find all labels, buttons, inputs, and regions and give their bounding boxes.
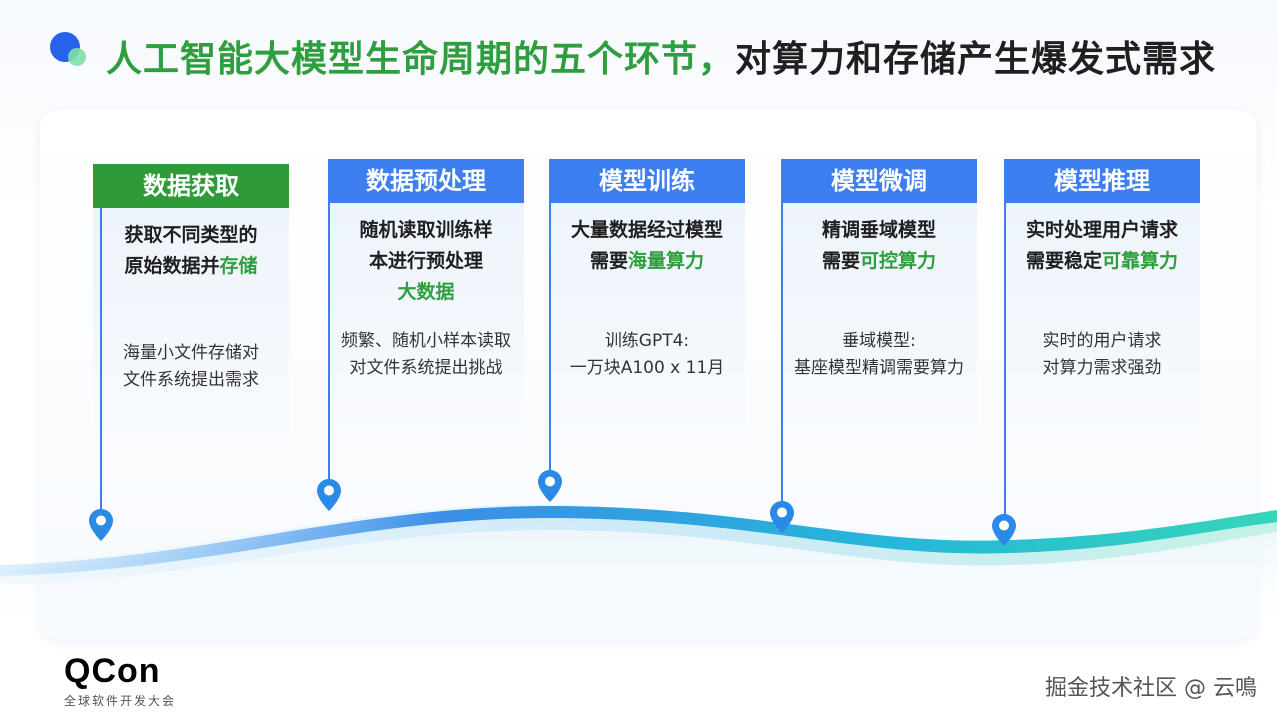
main-line: 需要稳定: [1026, 250, 1102, 272]
highlight-text: 大数据: [397, 281, 454, 303]
main-line: 精调垂域模型: [822, 219, 936, 241]
stage-header: 模型推理: [1004, 159, 1200, 203]
location-pin-icon: [316, 478, 342, 512]
stage-sub-text: 实时的用户请求 对算力需求强劲: [1004, 328, 1200, 382]
timeline-line: [100, 208, 102, 512]
stage-sub-text: 训练GPT4: 一万块A100 x 11月: [549, 328, 745, 382]
page-title: 人工智能大模型生命周期的五个环节，对算力和存储产生爆发式需求: [106, 30, 1216, 82]
wave-decoration: [0, 470, 1277, 640]
stage-sub-text: 频繁、随机小样本读取 对文件系统提出挑战: [328, 328, 524, 382]
location-pin-icon: [88, 508, 114, 542]
stage-body: 实时处理用户请求 需要稳定可靠算力 实时的用户请求 对算力需求强劲: [1004, 203, 1200, 453]
stage-data-preprocessing: 数据预处理 随机读取训练样 本进行预处理 大数据 频繁、随机小样本读取 对文件系…: [328, 159, 524, 453]
stage-model-inference: 模型推理 实时处理用户请求 需要稳定可靠算力 实时的用户请求 对算力需求强劲: [1004, 159, 1200, 453]
stage-header: 模型训练: [549, 159, 745, 203]
stage-model-finetuning: 模型微调 精调垂域模型 需要可控算力 垂域模型: 基座模型精调需要算力: [781, 159, 977, 453]
stage-body: 大量数据经过模型 需要海量算力 训练GPT4: 一万块A100 x 11月: [549, 203, 745, 453]
logo-sub-text: 全球软件开发大会: [64, 692, 176, 709]
stage-main-text: 随机读取训练样 本进行预处理 大数据: [328, 203, 524, 308]
stage-data-acquisition: 数据获取 获取不同类型的 原始数据并存储 海量小文件存储对 文件系统提出需求: [93, 164, 289, 458]
sub-line: 对文件系统提出挑战: [328, 355, 524, 382]
sub-line: 海量小文件存储对: [93, 340, 289, 367]
timeline-line: [781, 203, 783, 505]
logo-main-text: QCon: [64, 654, 176, 688]
watermark: 掘金技术社区 @ 云鳴: [1045, 670, 1257, 702]
stage-header: 模型微调: [781, 159, 977, 203]
stage-sub-text: 垂域模型: 基座模型精调需要算力: [781, 328, 977, 382]
stage-main-text: 精调垂域模型 需要可控算力: [781, 203, 977, 277]
stage-main-text: 大量数据经过模型 需要海量算力: [549, 203, 745, 277]
main-line: 大量数据经过模型: [571, 219, 723, 241]
main-line: 需要: [590, 250, 628, 272]
stage-model-training: 模型训练 大量数据经过模型 需要海量算力 训练GPT4: 一万块A100 x 1…: [549, 159, 745, 453]
title-green-part: 人工智能大模型生命周期的五个环节，: [106, 39, 735, 80]
main-line: 需要: [822, 250, 860, 272]
stage-body: 随机读取训练样 本进行预处理 大数据 频繁、随机小样本读取 对文件系统提出挑战: [328, 203, 524, 453]
sub-line: 频繁、随机小样本读取: [328, 328, 524, 355]
highlight-text: 可靠算力: [1102, 250, 1178, 272]
highlight-text: 可控算力: [860, 250, 936, 272]
timeline-line: [1004, 203, 1006, 517]
location-pin-icon: [991, 513, 1017, 547]
stage-sub-text: 海量小文件存储对 文件系统提出需求: [93, 340, 289, 394]
location-pin-icon: [769, 500, 795, 534]
highlight-text: 海量算力: [628, 250, 704, 272]
stage-header: 数据预处理: [328, 159, 524, 203]
timeline-line: [549, 203, 551, 473]
main-line: 本进行预处理: [369, 250, 483, 272]
timeline-line: [328, 203, 330, 483]
stage-body: 精调垂域模型 需要可控算力 垂域模型: 基座模型精调需要算力: [781, 203, 977, 453]
stage-header: 数据获取: [93, 164, 289, 208]
sub-line: 对算力需求强劲: [1004, 355, 1200, 382]
sub-line: 一万块A100 x 11月: [549, 355, 745, 382]
sub-line: 实时的用户请求: [1004, 328, 1200, 355]
sub-line: 垂域模型:: [781, 328, 977, 355]
stage-main-text: 实时处理用户请求 需要稳定可靠算力: [1004, 203, 1200, 277]
sub-line: 基座模型精调需要算力: [781, 355, 977, 382]
highlight-text: 存储: [220, 255, 258, 277]
main-line: 实时处理用户请求: [1026, 219, 1178, 241]
main-line: 随机读取训练样: [359, 219, 492, 241]
main-line: 原始数据并: [124, 255, 219, 277]
stage-body: 获取不同类型的 原始数据并存储 海量小文件存储对 文件系统提出需求: [93, 208, 289, 458]
stage-main-text: 获取不同类型的 原始数据并存储: [93, 208, 289, 282]
qcon-logo: QCon 全球软件开发大会: [64, 654, 176, 709]
main-line: 获取不同类型的: [124, 224, 257, 246]
sub-line: 文件系统提出需求: [93, 367, 289, 394]
title-dark-part: 对算力和存储产生爆发式需求: [735, 39, 1216, 80]
location-pin-icon: [537, 469, 563, 503]
sub-line: 训练GPT4:: [549, 328, 745, 355]
title-bullet-icon: [48, 28, 92, 72]
